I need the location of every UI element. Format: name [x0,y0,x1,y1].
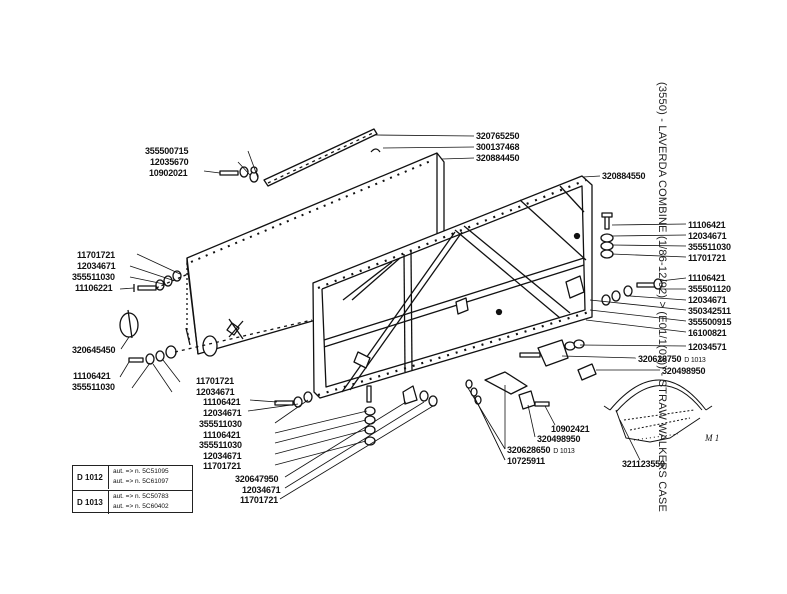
part-label-320884550: 320884550 [602,171,646,181]
variant-table: D 1012 aut. => n. 5C51095 aut. => n. 5C6… [72,465,193,514]
top-rail [263,128,378,187]
part-label-320765250: 320765250 [476,131,520,141]
divider [108,466,109,489]
part-label-10902421: 10902421 [551,424,590,434]
lower-left-fasteners [128,319,313,365]
part-label-355500915: 355500915 [688,317,732,327]
detail-marker-m1: M 1 [705,433,720,443]
part-label-12034571: 12034571 [688,342,727,352]
curtain-detail [603,379,713,443]
part-label-12034671: 12034671 [688,231,727,241]
part-label-11106421: 11106421 [688,220,726,230]
part-label-10725911: 10725911 [507,456,545,466]
part-label-355511030: 355511030 [199,419,242,429]
part-label-16100821: 16100821 [688,328,727,338]
part-label-350342511: 350342511 [688,306,731,316]
part-label-321123550: 321123550 [622,459,665,469]
part-label-11106421: 11106421 [73,371,111,381]
part-label-320647950: 320647950 [235,474,279,484]
part-label-11701721: 11701721 [77,250,115,260]
part-label-320884450: 320884450 [476,153,520,163]
variant-line: aut. => n. 5C51095 [113,468,169,475]
side-panel [186,152,445,357]
part-label-12034671: 12034671 [196,387,235,397]
part-label-355501120: 355501120 [688,284,731,294]
part-label-355500715: 355500715 [145,146,189,156]
part-label-320645450: 320645450 [72,345,116,355]
divider [108,491,109,514]
variant-row: D 1013 aut. => n. 5C50783 aut. => n. 5C6… [73,490,192,514]
part-label-355511030: 355511030 [199,440,242,450]
variant-code: D 1013 [77,498,103,507]
part-label-11106421: 11106421 [203,430,241,440]
variant-code: D 1012 [77,473,103,482]
variant-row: D 1012 aut. => n. 5C51095 aut. => n. 5C6… [73,466,192,489]
part-label-11701721: 11701721 [196,376,234,386]
part-label-12034671: 12034671 [77,261,116,271]
part-label-11701721: 11701721 [203,461,241,471]
clip [370,148,381,153]
part-label-12034671: 12034671 [203,408,242,418]
part-label-11701721: 11701721 [240,495,278,505]
part-label-10902021: 10902021 [149,168,188,178]
part-label-320498950: 320498950 [537,434,581,444]
part-label-11106221: 11106221 [75,283,113,293]
variant-line: aut. => n. 5C61097 [113,478,169,485]
variant-line: aut. => n. 5C50783 [113,493,169,500]
part-label-12034671: 12034671 [242,485,281,495]
part-label-11701721: 11701721 [688,253,726,263]
part-label-12034671: 12034671 [203,451,242,461]
part-label-12034671: 12034671 [688,295,727,305]
part-label-300137468: 300137468 [476,142,520,152]
main-frame [312,175,593,399]
part-label-320498950: 320498950 [662,366,706,376]
leader-lines [119,134,687,500]
part-label-355511030: 355511030 [72,272,115,282]
variant-line: aut. => n. 5C60402 [113,503,169,510]
right-fasteners [519,212,663,381]
part-label-355511030: 355511030 [72,382,115,392]
part-label-355511030: 355511030 [688,242,731,252]
middle-fasteners [274,385,438,446]
part-label-12035670: 12035670 [150,157,189,167]
top-fasteners [219,166,259,183]
page-title: (3550) - LAVERDA COMBINE (1/86-12/92) > … [656,82,668,512]
part-label-11106421: 11106421 [203,397,241,407]
central-brackets [465,371,550,410]
part-label-11106421: 11106421 [688,273,726,283]
